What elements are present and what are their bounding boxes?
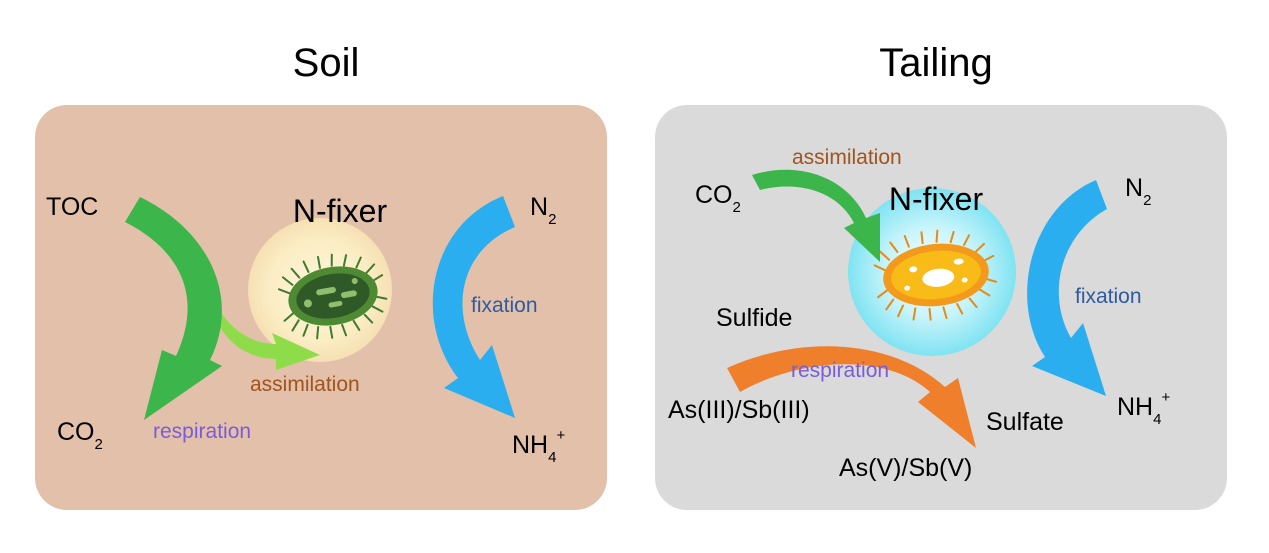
tailing-assimilation-label: assimilation <box>792 146 902 169</box>
tailing-nfixer-label: N-fixer <box>889 181 984 217</box>
tailing-fixation-label: fixation <box>1075 285 1142 308</box>
tailing-assimilation-arrow <box>752 169 880 262</box>
soil-assimilation-arrow <box>206 270 320 370</box>
tailing-n2-main: N <box>1125 174 1143 202</box>
tailing-title: Tailing <box>879 41 992 85</box>
tailing-fixation-arrow <box>1027 180 1107 396</box>
tailing-as-sb-iii-label: As(III)/Sb(III) <box>668 396 810 424</box>
tailing-sulfate-label: Sulfate <box>986 408 1064 436</box>
soil-n2-label: N2 <box>530 193 556 228</box>
soil-panel: Soil N-fixer TOC CO2 N2 NH4+ assimilatio… <box>35 41 607 510</box>
soil-nh4-main: NH <box>512 431 548 459</box>
soil-n2-main: N <box>530 193 548 221</box>
tailing-respiration-arrow <box>727 346 976 448</box>
soil-title: Soil <box>293 41 360 85</box>
tailing-co2-main: CO <box>695 181 733 209</box>
tailing-n2-sub: 2 <box>1143 192 1151 209</box>
soil-nh4-sub: 4 <box>548 449 556 466</box>
tailing-as-sb-v-label: As(V)/Sb(V) <box>839 454 972 482</box>
soil-co2-label: CO2 <box>57 418 103 453</box>
tailing-sulfide-label: Sulfide <box>716 304 792 332</box>
tailing-co2-label: CO2 <box>695 181 741 216</box>
tailing-panel: Tailing N-fixer CO2 N2 NH4+ assimilation… <box>655 41 1227 510</box>
soil-nh4-sup: + <box>556 427 565 444</box>
tailing-nh4-label: NH4+ <box>1117 389 1170 428</box>
soil-n2-sub: 2 <box>548 211 556 228</box>
tailing-respiration-label: respiration <box>791 359 889 382</box>
soil-fixation-label: fixation <box>471 294 538 317</box>
soil-co2-sub: 2 <box>95 436 103 453</box>
soil-nh4-label: NH4+ <box>512 427 565 466</box>
soil-nfixer-label: N-fixer <box>293 193 388 229</box>
soil-assimilation-label: assimilation <box>250 373 360 396</box>
soil-toc-label: TOC <box>46 193 98 221</box>
soil-bacterium-icon <box>278 253 388 340</box>
tailing-co2-sub: 2 <box>733 199 741 216</box>
soil-respiration-label: respiration <box>153 420 251 443</box>
soil-fixation-arrow <box>432 196 515 418</box>
soil-co2-main: CO <box>57 418 95 446</box>
soil-respiration-arrow <box>125 197 222 420</box>
tailing-nh4-main: NH <box>1117 393 1153 421</box>
tailing-bacterium-icon <box>873 229 998 321</box>
tailing-n2-label: N2 <box>1125 174 1151 209</box>
tailing-nh4-sub: 4 <box>1153 411 1161 428</box>
tailing-nh4-sup: + <box>1161 389 1170 406</box>
